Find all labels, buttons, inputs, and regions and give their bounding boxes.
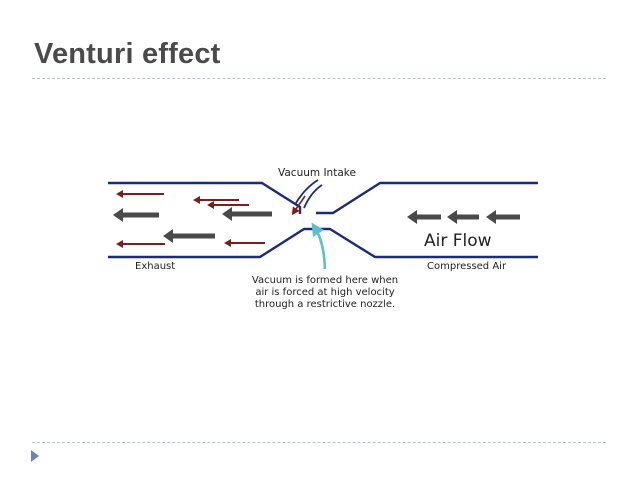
gray-arrow xyxy=(407,210,441,224)
gray-arrow xyxy=(222,207,272,221)
red-arrow xyxy=(193,196,239,204)
caption-line-3: through a restrictive nozzle. xyxy=(255,299,395,310)
air-flow-label: Air Flow xyxy=(424,231,492,251)
vacuum-pointer-arrow xyxy=(311,222,327,270)
bullet-triangle-icon xyxy=(31,450,39,462)
gray-arrow xyxy=(447,210,479,224)
pipe-upper-wall-right xyxy=(316,181,538,215)
airflow-arrows-right xyxy=(407,210,520,224)
slide-title: Venturi effect xyxy=(34,38,221,70)
compressed-air-label: Compressed Air xyxy=(427,261,507,272)
pipe-upper-wall-left xyxy=(108,181,302,214)
red-arrow xyxy=(224,239,265,247)
vacuum-intake-label: Vacuum Intake xyxy=(278,167,356,179)
intake-flow-arrow xyxy=(291,195,306,216)
airflow-arrows-left xyxy=(113,207,272,243)
gray-arrow xyxy=(163,229,215,243)
gray-arrow xyxy=(113,208,159,222)
gray-arrow xyxy=(486,210,520,224)
red-arrow xyxy=(207,201,249,209)
footer-divider xyxy=(32,442,606,443)
exhaust-label: Exhaust xyxy=(135,261,175,272)
red-arrow xyxy=(116,240,165,248)
caption-line-2: air is forced at high velocity xyxy=(255,287,394,298)
vacuum-intake-tube xyxy=(295,179,323,209)
title-divider xyxy=(32,78,606,79)
caption-line-1: Vacuum is formed here when xyxy=(252,275,398,286)
red-arrow xyxy=(116,190,164,198)
red-arrows xyxy=(116,190,265,248)
